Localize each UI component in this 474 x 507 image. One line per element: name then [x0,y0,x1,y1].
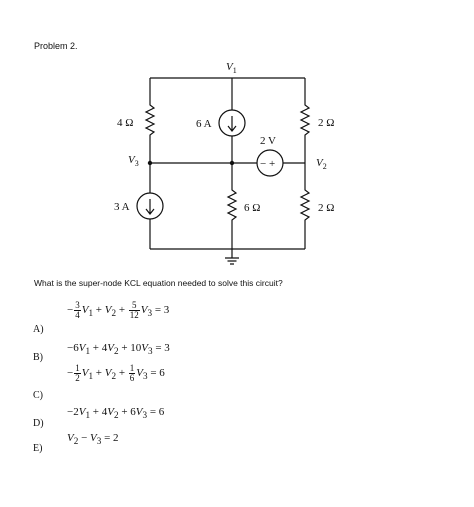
label-v2: V2 [316,157,327,171]
label-r-2ohm-bottom: 2 Ω [318,202,334,214]
option-e-equation: V2 − V3 = 2 [67,432,119,447]
node-dot-middle [229,160,235,166]
resistor-6ohm [226,163,238,249]
option-d[interactable]: D) [33,413,44,431]
option-letter: B) [33,352,43,363]
resistor-4ohm [144,78,156,163]
option-a[interactable]: A) [33,319,44,337]
vs-plus: + [269,158,275,170]
vs-minus: − [260,158,266,170]
current-source-3a [136,192,164,220]
option-letter: D) [33,418,44,429]
ground-symbol [225,249,239,265]
problem-title: Problem 2. [34,41,78,51]
label-v3: V3 [128,154,139,168]
node-dot-v3 [147,160,153,166]
label-r-4ohm: 4 Ω [117,117,133,129]
label-2v: 2 V [260,135,276,147]
label-3a: 3 A [114,201,130,213]
option-letter: E) [33,443,43,454]
label-6a: 6 A [196,118,212,130]
option-b[interactable]: B) [33,347,43,365]
current-source-6a [218,109,246,137]
resistor-2ohm-top [299,78,311,163]
voltage-source-2v [256,149,284,177]
label-r-6ohm: 6 Ω [244,202,260,214]
option-c[interactable]: C) [33,385,43,403]
question-text: What is the super-node KCL equation need… [34,278,283,288]
option-b-equation: −6V1 + 4V2 + 10V3 = 3 [67,342,170,357]
label-v1: V1 [226,61,237,75]
option-letter: C) [33,390,43,401]
label-r-2ohm-top: 2 Ω [318,117,334,129]
option-e[interactable]: E) [33,438,42,456]
resistor-2ohm-bottom [299,163,311,249]
option-d-equation: −2V1 + 4V2 + 6V3 = 6 [67,406,165,421]
option-letter: A) [33,324,44,335]
